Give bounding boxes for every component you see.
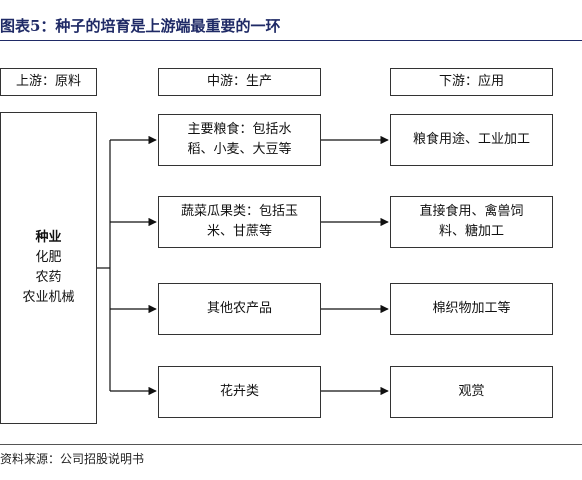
- down-box-ornamental: 观赏: [390, 366, 553, 418]
- mid-box-text: 蔬菜瓜果类：包括玉: [180, 204, 298, 219]
- mid-box-text: 米、甘蔗等: [206, 224, 272, 239]
- mid-box-text: 花卉类: [219, 384, 259, 399]
- mid-box-staple-grains: 主要粮食：包括水 稻、小麦、大豆等: [158, 114, 321, 166]
- source-note: 资料来源：公司招股说明书: [0, 452, 145, 466]
- figure-title: 图表5：种子的培育是上游端最重要的一环: [0, 17, 281, 35]
- down-box-text: 粮食用途、工业加工: [412, 132, 530, 147]
- down-box-text: 观赏: [458, 384, 485, 399]
- upstream-header-label: 上游：原料: [15, 74, 81, 89]
- down-box-text: 料、糖加工: [438, 224, 504, 239]
- upstream-item: 农药: [35, 270, 62, 285]
- upstream-header: 上游：原料: [0, 68, 97, 96]
- title-divider: [0, 40, 582, 41]
- down-box-cotton-processing: 棉织物加工等: [390, 283, 553, 335]
- mid-box-text: 其他农产品: [206, 301, 272, 316]
- upstream-seed-industry: 种业: [35, 230, 62, 245]
- source-divider: [0, 444, 582, 445]
- downstream-header-label: 下游：应用: [438, 74, 504, 89]
- upstream-item: 化肥: [35, 250, 62, 265]
- mid-box-text: 稻、小麦、大豆等: [187, 142, 292, 157]
- downstream-header: 下游：应用: [390, 68, 553, 96]
- midstream-header-label: 中游：生产: [206, 74, 272, 89]
- midstream-header: 中游：生产: [158, 68, 321, 96]
- upstream-item: 农业机械: [22, 290, 75, 305]
- mid-box-flowers: 花卉类: [158, 366, 321, 418]
- down-box-text: 棉织物加工等: [432, 301, 511, 316]
- down-box-direct-consumption: 直接食用、禽兽饲 料、糖加工: [390, 196, 553, 248]
- upstream-materials-box: 种业 化肥 农药 农业机械: [0, 112, 97, 424]
- down-box-grain-uses: 粮食用途、工业加工: [390, 114, 553, 166]
- down-box-text: 直接食用、禽兽饲: [419, 204, 524, 219]
- mid-box-vegetables-fruits: 蔬菜瓜果类：包括玉 米、甘蔗等: [158, 196, 321, 248]
- mid-box-other-products: 其他农产品: [158, 283, 321, 335]
- mid-box-text: 主要粮食：包括水: [187, 122, 292, 137]
